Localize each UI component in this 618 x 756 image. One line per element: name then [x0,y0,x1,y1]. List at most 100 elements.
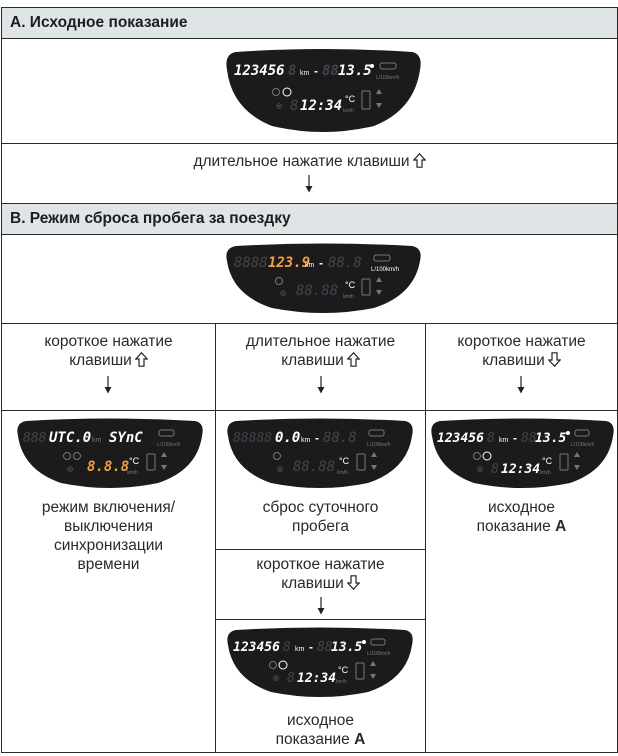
svg-text:◎: ◎ [67,466,73,473]
svg-text:°C: °C [338,665,349,675]
table-border [1,203,618,204]
svg-text:km/h: km/h [343,294,354,300]
lcd-display-reset: 88888 0.0 km - 88.8 L/100km/h ◎ 88.88 °C… [227,418,413,488]
table-border [1,143,618,144]
trip-reading: 123.9 [268,255,310,271]
final-original-caption: исходное показание А [275,712,366,748]
table-border [215,549,426,550]
svg-text:123456: 123456 [437,431,484,446]
sync-mode-caption: режим включения/ выключения синхронизаци… [41,499,176,573]
svg-text:-: - [319,256,323,270]
utc-mode: UTC.0 [49,430,91,446]
svg-text:12:34: 12:34 [297,671,336,686]
svg-text:13.5: 13.5 [535,431,566,446]
trip-reset-caption: сброс суточного пробега [262,499,379,535]
svg-text:◎: ◎ [276,103,282,110]
svg-text:88: 88 [521,431,537,446]
svg-text:88.88: 88.88 [293,459,335,475]
svg-text:°C: °C [129,456,140,466]
svg-text:8: 8 [283,640,291,655]
table-border [1,752,618,753]
arrow-down-icon [316,597,326,615]
svg-text:◎: ◎ [273,675,279,682]
svg-text:°C: °C [345,94,356,104]
svg-text:L/100km/h: L/100km/h [157,442,181,448]
svg-text:123456: 123456 [233,640,280,655]
section-a-title: А. Исходное показание [10,14,188,31]
svg-text:L/100km/h: L/100km/h [376,75,400,81]
section-b-header [2,203,617,234]
table-border [1,7,618,8]
table-border [215,323,216,753]
svg-text:8: 8 [487,431,495,446]
svg-text:8: 8 [287,671,295,686]
short-press-down-instruction: короткое нажатие клавиши [457,333,586,369]
svg-text:8: 8 [288,63,296,79]
svg-text:◎: ◎ [477,466,483,473]
svg-text:km/h: km/h [540,470,551,476]
table-border [1,234,618,235]
consumption-reading: 13.5 [338,63,372,79]
trip-zero-reading: 0.0 [275,430,300,446]
short-press-down-instruction-2: короткое нажатие клавиши [256,556,385,592]
sync-time-digits: 8.8.8 [87,459,129,475]
svg-text:L/100km/h: L/100km/h [367,442,391,448]
svg-text:°C: °C [339,456,350,466]
svg-text:◎: ◎ [280,290,286,297]
return-original-caption: исходное показание А [476,499,567,535]
table-border [215,619,426,620]
odometer-reading: 123456 [234,63,285,79]
svg-text:-: - [314,64,318,78]
svg-text:km: km [92,437,102,444]
svg-text:km: km [305,262,315,269]
svg-text:L/100km/h: L/100km/h [371,267,399,273]
table-border [1,323,618,324]
lcd-display-sync: 888 UTC.0 km SYnC L/100km/h ◎ 8.8.8 °C k… [17,418,203,488]
svg-text:-: - [315,431,319,445]
svg-text:L/100km/h: L/100km/h [571,442,595,448]
key-down-icon [347,575,360,590]
svg-text:°C: °C [345,280,356,290]
table-border [1,7,2,753]
table-border [1,38,618,39]
svg-text:12:34: 12:34 [501,462,540,477]
svg-text:8: 8 [290,98,298,114]
svg-text:888: 888 [23,431,47,446]
long-press-up-instruction: длительное нажатие клавиши [245,333,396,369]
arrow-down-icon [103,376,113,394]
lcd-display-final: 123456 8 km - 88 13.5 L/100km/h ◎ 8 12:3… [227,627,413,697]
table-border [425,323,426,753]
svg-text:88888: 88888 [233,431,272,446]
svg-text:13.5: 13.5 [331,640,362,655]
arrow-down-icon [316,376,326,394]
svg-text:8: 8 [491,462,499,477]
svg-text:km: km [499,437,509,444]
key-up-icon [347,352,360,367]
section-a-header [2,8,617,38]
lcd-display-initial: 123456 8 km - 88 13.5 L/100km/h ◎ 8 12:3… [226,49,421,132]
short-press-up-instruction: короткое нажатие клавиши [44,333,173,369]
arrow-down-icon [516,376,526,394]
svg-text:km/h: km/h [336,679,347,685]
arrow-down-icon [304,175,314,193]
svg-text:88.88: 88.88 [296,283,338,299]
svg-text:km: km [295,646,305,653]
section-b-title: В. Режим сброса пробега за поездку [10,210,291,227]
svg-text:L/100km/h: L/100km/h [367,651,391,657]
long-press-instruction: длительное нажатие клавиши [1,152,618,171]
key-down-icon [548,352,561,367]
sync-text: SYnC [109,430,143,446]
svg-text:km/h: km/h [343,108,354,114]
lcd-display-initial-repeat: 123456 8 km - 88 13.5 L/100km/h ◎ 8 12:3… [431,418,614,488]
clock-reading: 12:34 [300,98,342,114]
svg-text:88.8: 88.8 [323,430,357,446]
svg-text:◎: ◎ [277,466,283,473]
diagram: А. Исходное показание 123456 8 km - 88 1… [1,7,618,753]
svg-text:°C: °C [542,456,553,466]
svg-text:km: km [301,437,311,444]
key-up-icon [135,352,148,367]
svg-text:-: - [309,640,313,654]
svg-text:88: 88 [317,640,333,655]
svg-text:-: - [513,431,517,445]
svg-text:km/h: km/h [127,470,138,476]
